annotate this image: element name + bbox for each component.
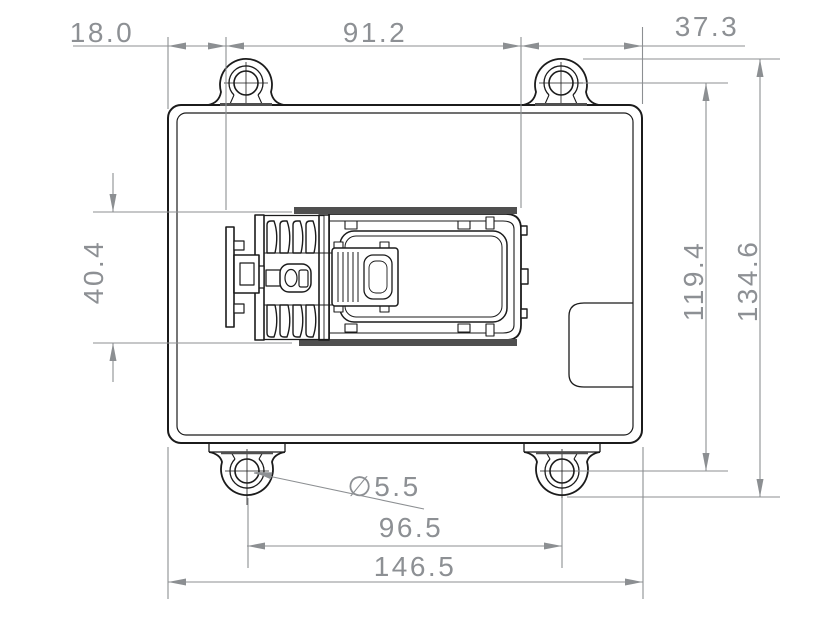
arrowhead bbox=[624, 42, 642, 50]
dim-holes-vertical-span-label: 119.4 bbox=[678, 241, 709, 322]
arrowhead bbox=[208, 42, 226, 50]
arrowhead bbox=[521, 42, 539, 50]
arrowhead bbox=[109, 343, 117, 361]
bottom-seal-bar bbox=[299, 339, 517, 346]
arrowhead bbox=[544, 542, 562, 550]
arrowhead bbox=[247, 542, 265, 550]
mounting-lug-top-left bbox=[207, 58, 285, 106]
mating-flange bbox=[225, 226, 235, 328]
connector-assembly bbox=[225, 207, 529, 346]
arrowhead bbox=[109, 194, 117, 212]
dimension-top-chain bbox=[73, 27, 745, 210]
arrowhead bbox=[625, 578, 643, 586]
dimension-annotations bbox=[73, 27, 780, 599]
edge-tab bbox=[520, 268, 529, 285]
dim-holes-horizontal-span-label: 96.5 bbox=[379, 512, 444, 543]
arrowhead bbox=[226, 42, 244, 50]
strain-relief-fins-top bbox=[266, 220, 317, 254]
enclosure-outline bbox=[167, 104, 643, 444]
arrowhead bbox=[756, 479, 764, 497]
dim-overall-height-label: 134.6 bbox=[732, 240, 763, 323]
dim-offset-right-label: 37.3 bbox=[675, 11, 740, 42]
hole-leader-line bbox=[253, 472, 425, 510]
dimension-right-chain bbox=[567, 58, 780, 498]
dim-offset-left-label: 18.0 bbox=[70, 17, 135, 48]
arrowhead bbox=[168, 42, 186, 50]
edge-tab bbox=[520, 225, 528, 236]
edge-tab bbox=[520, 308, 528, 319]
arrowhead bbox=[168, 578, 186, 586]
arrowhead bbox=[254, 472, 273, 480]
top-seal-bar bbox=[294, 207, 517, 214]
arrowhead bbox=[702, 453, 710, 471]
dimension-bottom-chain bbox=[167, 447, 644, 599]
dim-hole-diameter-label: ∅5.5 bbox=[347, 471, 420, 502]
strain-relief-fins-bottom bbox=[266, 304, 317, 338]
arrowhead bbox=[503, 42, 521, 50]
dim-connector-width-label: 91.2 bbox=[343, 17, 408, 48]
dim-connector-height-label: 40.4 bbox=[78, 240, 109, 305]
mating-receptacle bbox=[233, 254, 260, 294]
arrowhead bbox=[756, 59, 764, 77]
arrowhead bbox=[702, 83, 710, 101]
dimension-connector-height bbox=[93, 173, 292, 382]
mounting-lug-top-right bbox=[522, 58, 600, 106]
dimension-labels: 18.0 91.2 37.3 40.4 119.4 134.6 ∅5.5 96.… bbox=[70, 11, 763, 582]
mounting-lug-bottom-left bbox=[208, 443, 286, 505]
mounting-lug-bottom-right bbox=[523, 443, 601, 505]
side-recess bbox=[568, 302, 633, 388]
dim-overall-width-label: 146.5 bbox=[374, 551, 457, 582]
